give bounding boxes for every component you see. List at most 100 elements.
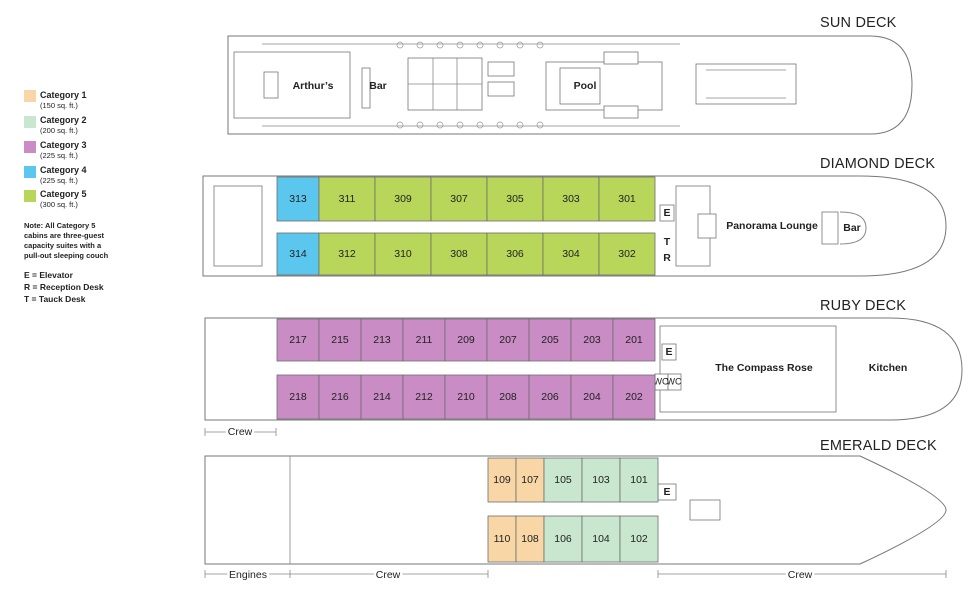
cabin-number-304: 304 <box>562 248 580 260</box>
cabin-number-213: 213 <box>373 334 391 346</box>
cabin-201 <box>612 318 656 362</box>
diamond-elevator <box>659 204 675 222</box>
cabin-310 <box>374 232 432 276</box>
ruby-deck-title: RUBY DECK <box>820 298 906 314</box>
cabin-107 <box>515 457 545 503</box>
cabin-number-109: 109 <box>493 474 511 486</box>
cabin-207 <box>486 318 530 362</box>
cabin-212 <box>402 374 446 420</box>
cabin-number-203: 203 <box>583 334 601 346</box>
legend-swatch-category-5 <box>24 190 36 202</box>
cabin-number-308: 308 <box>450 248 468 260</box>
cabin-number-108: 108 <box>521 533 539 545</box>
legend-key-reception: R = Reception Desk <box>24 282 104 292</box>
cabin-308 <box>430 232 488 276</box>
sun-deck: SUN DECK Arthur’s Bar Pool <box>227 15 913 135</box>
cabin-number-216: 216 <box>331 391 349 403</box>
cabin-number-303: 303 <box>562 193 580 205</box>
cabin-number-102: 102 <box>630 533 648 545</box>
emerald-deck-hull <box>204 455 947 565</box>
cabin-number-309: 309 <box>394 193 412 205</box>
cabin-206 <box>528 374 572 420</box>
legend-note-line-1: Note: All Category 5 <box>24 221 95 230</box>
cabin-number-218: 218 <box>289 391 307 403</box>
cabin-number-210: 210 <box>457 391 475 403</box>
cabin-number-217: 217 <box>289 334 307 346</box>
cabin-number-206: 206 <box>541 391 559 403</box>
diamond-deck: DIAMOND DECK E T R Panorama Lounge Bar 3… <box>202 156 947 277</box>
diamond-reception-label: R <box>663 252 671 264</box>
ruby-crew-label: Crew <box>228 426 253 438</box>
cabin-110 <box>487 515 517 563</box>
legend-note-line-4: pull-out sleeping couch <box>24 251 109 260</box>
legend-swatch-category-1 <box>24 90 36 102</box>
cabin-number-214: 214 <box>373 391 391 403</box>
cabin-number-107: 107 <box>521 474 539 486</box>
legend-size-category-1: (150 sq. ft.) <box>40 101 78 110</box>
diamond-aft-lounge <box>213 185 263 267</box>
compass-rose-room <box>659 325 837 413</box>
legend-size-category-3: (225 sq. ft.) <box>40 151 78 160</box>
arthurs-room <box>233 51 351 119</box>
cabin-number-104: 104 <box>592 533 610 545</box>
ruby-wc-1: WC <box>654 376 669 386</box>
ruby-wc-2: WC <box>667 376 682 386</box>
engines-label: Engines <box>229 569 267 581</box>
arthurs-label: Arthur’s <box>293 80 334 92</box>
cabin-304 <box>542 232 600 276</box>
cabin-number-311: 311 <box>339 193 356 205</box>
cabin-number-312: 312 <box>338 248 356 260</box>
cabin-301 <box>598 176 656 222</box>
cabin-number-209: 209 <box>457 334 475 346</box>
cabin-number-110: 110 <box>494 533 511 545</box>
cabin-number-208: 208 <box>499 391 517 403</box>
legend-key-tauck: T = Tauck Desk <box>24 294 86 304</box>
legend-size-category-4: (225 sq. ft.) <box>40 176 78 185</box>
cabin-202 <box>612 374 656 420</box>
emerald-crew-mid-label: Crew <box>376 569 401 581</box>
cabin-309 <box>374 176 432 222</box>
cabin-number-205: 205 <box>541 334 559 346</box>
legend-swatch-category-3 <box>24 141 36 153</box>
cabin-305 <box>486 176 544 222</box>
cabin-313 <box>276 176 320 222</box>
cabin-number-306: 306 <box>506 248 524 260</box>
cabin-number-204: 204 <box>583 391 601 403</box>
cabin-211 <box>402 318 446 362</box>
cabin-108 <box>515 515 545 563</box>
cabin-210 <box>444 374 488 420</box>
legend-swatch-category-2 <box>24 116 36 128</box>
cabin-103 <box>581 457 621 503</box>
cabin-number-307: 307 <box>450 193 468 205</box>
panorama-lounge-label: Panorama Lounge <box>726 220 818 232</box>
cabin-106 <box>543 515 583 563</box>
legend-size-category-2: (200 sq. ft.) <box>40 126 78 135</box>
legend-note-line-2: cabins are three-guest <box>24 231 105 240</box>
cabin-218 <box>276 374 320 420</box>
compass-rose-label: The Compass Rose <box>715 362 813 374</box>
cabin-number-212: 212 <box>415 391 433 403</box>
sun-deck-title: SUN DECK <box>820 15 897 31</box>
cabin-number-313: 313 <box>289 193 307 205</box>
diamond-deck-title: DIAMOND DECK <box>820 156 935 172</box>
diamond-bar-counter <box>821 211 839 245</box>
cabin-203 <box>570 318 614 362</box>
cabin-number-207: 207 <box>499 334 517 346</box>
cabin-307 <box>430 176 488 222</box>
cabin-number-101: 101 <box>630 474 648 486</box>
cabin-205 <box>528 318 572 362</box>
diamond-bar-label: Bar <box>843 222 861 234</box>
cabin-number-202: 202 <box>625 391 643 403</box>
cabin-number-305: 305 <box>506 193 524 205</box>
cabin-302 <box>598 232 656 276</box>
cabin-number-106: 106 <box>554 533 572 545</box>
cabin-number-105: 105 <box>554 474 572 486</box>
legend-label-category-3: Category 3 <box>40 140 87 150</box>
pool-label: Pool <box>574 80 597 92</box>
cabin-102 <box>619 515 659 563</box>
cabin-208 <box>486 374 530 420</box>
cabin-number-201: 201 <box>625 334 643 346</box>
diamond-tauck-label: T <box>664 236 671 248</box>
cabin-101 <box>619 457 659 503</box>
